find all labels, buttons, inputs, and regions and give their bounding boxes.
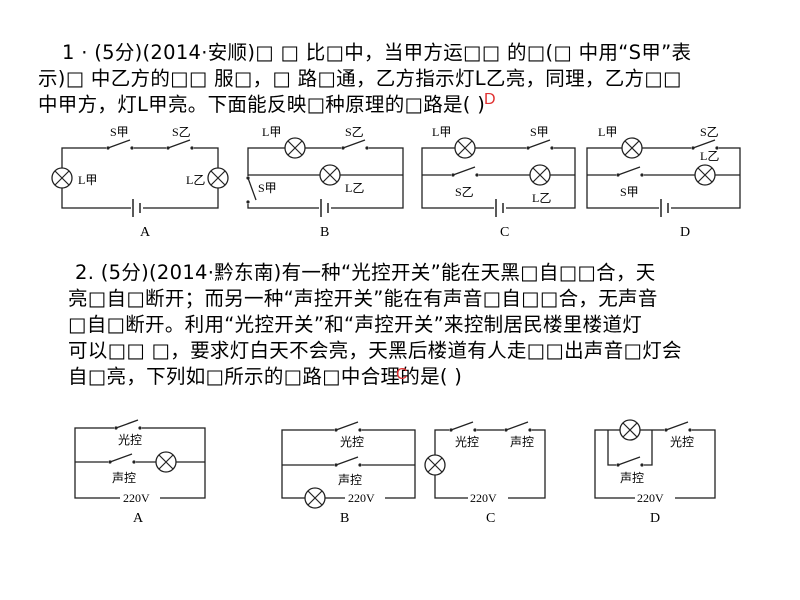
option-a-label: A [140,225,151,240]
q1-line-1: 1 · (5分)(2014·安顺)□ □ 比□中，当甲方运□□ 的□(□ 中用“… [62,41,692,64]
q2-answer-mark: C [396,366,408,383]
q2-circuit-a: 光控 声控 220V A [74,419,206,526]
circuit-label: S乙 [455,185,474,199]
option-c-label: C [486,511,495,526]
option-c-label: C [500,225,509,240]
q1-line-3: 中甲方，灯L甲亮。下面能反映□种原理的□路是( ) [38,93,486,116]
circuit-label: S乙 [700,125,719,139]
label-s-yi: S乙 [172,125,191,139]
circuit-label: 声控 [338,473,362,487]
label-s-jia: S甲 [110,125,129,139]
circuit-label: L乙 [700,149,719,163]
circuit-label: 光控 [670,435,694,449]
circuit-label: 220V [470,491,497,505]
circuit-label: 声控 [620,471,644,485]
circuit-label: L甲 [598,125,617,139]
circuit-label: 220V [637,491,664,505]
q1-circuit-a: S甲 S乙 L甲 L乙 A [51,125,229,240]
circuit-label: L甲 [262,125,281,139]
q1-circuit-b: L甲 S乙 L乙 S甲 B [244,125,404,240]
q2-circuit-b: 光控 声控 220V B [281,421,416,526]
label-l-yi: L乙 [186,173,205,187]
q2-line-1: 2. (5分)(2014·黔东南)有一种“光控开关”能在天黑□自□□合，天 [75,261,656,284]
option-b-label: B [320,225,329,240]
circuit-label: 光控 [455,435,479,449]
circuit-label: 220V [348,491,375,505]
q2-circuit-d: 光控 声控 220V D [594,419,716,526]
q2-circuit-c: 光控 声控 220V C [424,421,546,526]
circuit-label: S甲 [258,181,277,195]
q1-circuit-c: L甲 S甲 S乙 L乙 C [421,125,576,240]
option-d-label: D [680,225,690,240]
q2-line-3: □自□断开。利用“光控开关”和“声控开关”来控制居民楼里楼道灯 [68,313,643,336]
q2-line-2: 亮□自□断开；而另一种“声控开关”能在有声音□自□□合，无声音 [68,287,658,310]
circuit-label: 光控 [118,433,142,447]
circuit-label: 220V [123,491,150,505]
option-d-label: D [650,511,660,526]
circuit-label: 光控 [340,435,364,449]
circuit-label: L乙 [345,181,364,195]
circuit-label: S甲 [530,125,549,139]
q1-circuit-d: L甲 S乙 S甲 L乙 D [586,125,741,240]
option-b-label: B [340,511,349,526]
circuit-label: L乙 [532,191,551,205]
q2-line-4: 可以□□ □，要求灯白天不会亮，天黑后楼道有人走□□出声音□灯会 [68,339,682,362]
q1-line-2: 示)□ 中乙方的□□ 服□，□ 路□通，乙方指示灯L乙亮，同理，乙方□□ [38,67,682,90]
circuit-label: L甲 [432,125,451,139]
label-l-jia: L甲 [78,173,97,187]
circuit-label: S甲 [620,185,639,199]
circuit-label: 声控 [112,471,136,485]
option-a-label: A [133,511,144,526]
q2-line-5: 自□亮，下列如□所示的□路□中合理的是( ) [68,365,463,388]
q1-answer-mark: D [484,91,496,108]
circuit-label: 声控 [510,435,534,449]
circuit-label: S乙 [345,125,364,139]
